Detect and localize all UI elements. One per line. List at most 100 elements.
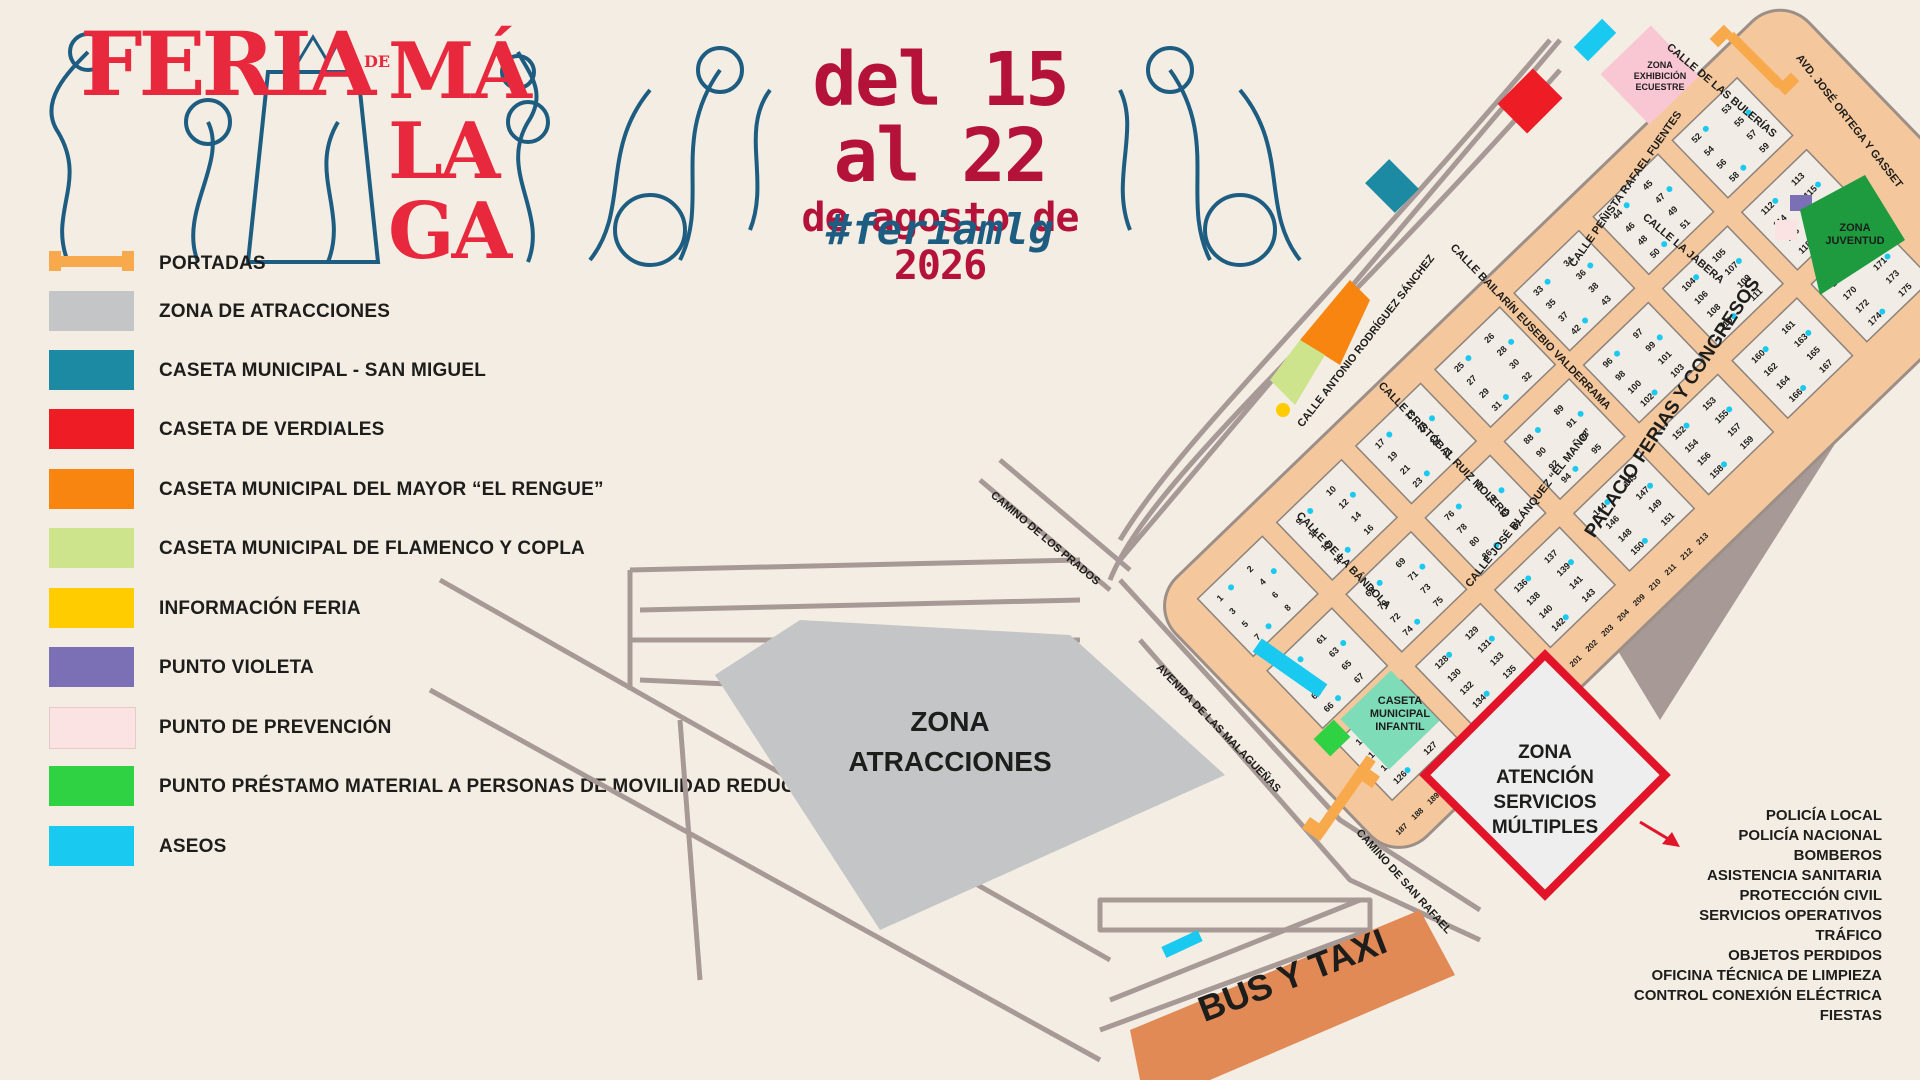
water-point-marker — [1498, 487, 1505, 494]
water-point-marker — [1502, 393, 1509, 400]
dates-line2: de agosto de 2026 — [801, 195, 1080, 289]
legend-swatch — [49, 469, 134, 509]
water-point-marker — [1265, 623, 1272, 630]
water-point-marker — [1702, 125, 1709, 132]
booth-block — [1345, 530, 1468, 653]
carnation-right-icon — [1118, 46, 1302, 267]
legend-swatch — [49, 409, 134, 449]
aseos-marker — [1161, 930, 1203, 958]
gate-icon — [49, 251, 134, 271]
water-point-marker — [1349, 491, 1356, 498]
booth-number: 8 — [1282, 602, 1293, 613]
water-point-marker — [1270, 568, 1277, 575]
booth-block — [1572, 449, 1696, 573]
water-point-marker — [1582, 317, 1589, 324]
booth-block — [1275, 458, 1399, 581]
legend-item: PUNTO VIOLETA — [49, 647, 829, 687]
water-point-marker — [1414, 618, 1421, 625]
water-point-marker — [1534, 427, 1541, 434]
booth-block — [1592, 153, 1715, 276]
water-point-marker — [1508, 338, 1515, 345]
water-point-marker — [1429, 415, 1436, 422]
zona-ecuestre-label: ZONA EXHIBICIÓN ECUESTRE — [1633, 60, 1687, 92]
water-point-marker — [1745, 109, 1752, 116]
water-point-marker — [1307, 507, 1314, 514]
water-point-marker — [1641, 537, 1648, 544]
caseta-infantil-label: CASETA MUNICIPAL INFANTIL — [1369, 695, 1431, 733]
caseta-infantil-area — [1340, 670, 1440, 770]
water-point-marker — [1587, 262, 1594, 269]
booth-number: 1 — [1215, 593, 1226, 604]
dates-line1: del 15 al 22 — [812, 37, 1069, 199]
water-point-marker — [1726, 406, 1733, 413]
legend-label: PUNTO PRÉSTAMO MATERIAL A PERSONAS DE MO… — [159, 776, 829, 797]
water-point-marker — [1661, 241, 1668, 248]
legend-label: CASETA MUNICIPAL DEL MAYOR “EL RENGUE” — [159, 479, 604, 500]
water-point-marker — [1562, 614, 1569, 621]
water-point-marker — [1567, 559, 1574, 566]
water-point-marker — [1735, 257, 1742, 264]
caseta-verdiales — [1497, 68, 1563, 134]
legend-swatch — [49, 826, 134, 866]
booth-number: 2 — [1245, 564, 1256, 575]
booth-block — [1493, 526, 1617, 649]
service-item: POLICÍA LOCAL — [1765, 807, 1882, 824]
zona-juventud-label: ZONA JUVENTUD — [1825, 222, 1885, 247]
zona-ecuestre-area — [1600, 25, 1700, 125]
services-list: POLICÍA LOCAL POLICÍA NACIONAL BOMBEROS ASI… — [1634, 806, 1882, 1026]
water-point-marker — [1740, 164, 1747, 171]
booth-block — [1731, 297, 1854, 420]
attractions-zone-area — [715, 620, 1225, 930]
fair-dates: del 15 al 22 de agosto de 2026 — [790, 42, 1090, 290]
water-point-marker — [1721, 461, 1728, 468]
service-item: SERVICIOS OPERATIVOS — [1699, 907, 1882, 924]
water-point-marker — [1404, 767, 1411, 774]
booth-block — [1582, 301, 1705, 424]
water-point-marker — [1297, 656, 1304, 663]
water-point-marker — [1335, 695, 1342, 702]
service-item: PROTECCIÓN CIVIL — [1739, 887, 1882, 904]
water-point-marker — [1651, 389, 1658, 396]
legend-item: PUNTO PRÉSTAMO MATERIAL A PERSONAS DE MO… — [49, 766, 829, 806]
water-point-marker — [1683, 422, 1690, 429]
booth-number: 7 — [1252, 632, 1263, 643]
water-point-marker — [1525, 575, 1532, 582]
water-point-marker — [1483, 690, 1490, 697]
booth-number: 6 — [1270, 589, 1281, 600]
legend-item: CASETA MUNICIPAL DE FLAMENCO Y COPLA — [49, 528, 829, 568]
service-item: POLICÍA NACIONAL — [1738, 827, 1882, 844]
water-point-marker — [1693, 274, 1700, 281]
legend-swatch — [49, 588, 134, 628]
portada-gate-icon — [1301, 755, 1381, 842]
water-point-marker — [1340, 640, 1347, 647]
booth-number: 5 — [1240, 619, 1251, 630]
service-item: FIESTAS — [1819, 1007, 1882, 1024]
legend-label: ASEOS — [159, 836, 227, 857]
booth-block — [1661, 225, 1785, 348]
water-point-marker — [1344, 546, 1351, 553]
carnation-left-icon — [588, 46, 772, 267]
service-item: OFICINA TÉCNICA DE LIMPIEZA — [1651, 967, 1882, 984]
legend-swatch — [49, 766, 134, 806]
service-item: ASISTENCIA SANITARIA — [1706, 867, 1882, 884]
booth-block — [1651, 373, 1775, 496]
booth-number: 4 — [1257, 577, 1268, 588]
booth-number: 3 — [1227, 606, 1238, 617]
legend-label: ZONA DE ATRACCIONES — [159, 301, 391, 322]
service-item: BOMBEROS — [1793, 847, 1882, 864]
service-item: CONTROL CONEXIÓN ELÉCTRICA — [1633, 987, 1882, 1004]
water-point-marker — [1423, 470, 1430, 477]
zona-atencion-label: ZONA ATENCIÓN SERVICIOS MÚLTIPLES — [1491, 742, 1599, 838]
booth-block — [1266, 607, 1389, 730]
legend-label: PORTADAS — [159, 253, 266, 274]
water-point-marker — [1762, 346, 1769, 353]
booth-block — [1671, 76, 1794, 199]
arrow-right-icon — [1639, 820, 1680, 847]
hashtag: #feriamlg — [826, 205, 1054, 254]
legend-item: INFORMACIÓN FERIA — [49, 588, 829, 628]
attractions-zone-label: ZONA ATRACCIONES — [848, 706, 1052, 777]
legend-label: PUNTO VIOLETA — [159, 657, 314, 678]
portada-gate-icon — [1709, 24, 1800, 96]
legend-item: CASETA MUNICIPAL DEL MAYOR “EL RENGUE” — [49, 469, 829, 509]
